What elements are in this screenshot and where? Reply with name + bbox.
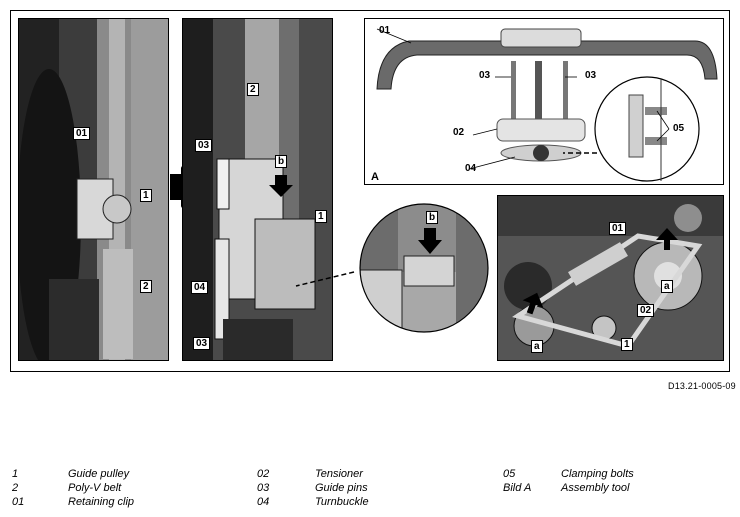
engine-callout-a-right: a <box>661 280 673 293</box>
middle-callout-03-bottom: 03 <box>193 337 211 350</box>
engine-callout-01: 01 <box>609 222 627 235</box>
legend-label-2: Poly-V belt <box>68 482 122 494</box>
legend-label-03: Guide pins <box>315 482 368 494</box>
middle-photo-drawing <box>183 19 332 360</box>
tool-callout-01: 01 <box>379 25 391 36</box>
tool-drawing <box>376 28 718 182</box>
legend-code-04: 04 <box>257 496 270 508</box>
tool-callout-05: 05 <box>673 123 685 134</box>
legend-code-2: 2 <box>12 482 19 494</box>
legend-code-03: 03 <box>257 482 270 494</box>
figure-reference: D13.21-0005-09 <box>668 381 736 391</box>
tool-callout-03-left: 03 <box>479 70 491 81</box>
legend-label-05: Clamping bolts <box>561 468 634 480</box>
panel-a-tag: A <box>371 171 379 183</box>
left-photo-panel: 01 1 2 <box>18 18 169 361</box>
legend-code-1: 1 <box>12 468 19 480</box>
circle-callout-b: b <box>426 211 439 224</box>
legend-label-04: Turnbuckle <box>315 496 369 508</box>
engine-photo-panel: 01 a 02 a 1 <box>497 195 724 361</box>
legend-label-bild-a: Assembly tool <box>561 482 630 494</box>
legend-code-05: 05 <box>503 468 516 480</box>
tool-callout-03-right: 03 <box>585 70 597 81</box>
legend-label-1: Guide pulley <box>68 468 130 480</box>
legend-code-02: 02 <box>257 468 270 480</box>
engine-callout-02: 02 <box>637 304 655 317</box>
middle-callout-03-top: 03 <box>195 139 213 152</box>
left-callout-01: 01 <box>73 127 91 140</box>
middle-callout-b: b <box>275 155 288 168</box>
tool-panel-a: 01 03 03 02 04 05 A <box>364 18 724 185</box>
legend-code-01: 01 <box>12 496 25 508</box>
legend-label-01: Retaining clip <box>68 496 135 508</box>
tool-callout-04: 04 <box>465 163 477 174</box>
legend-label-02: Tensioner <box>315 468 363 480</box>
middle-photo-panel: 2 b 03 1 04 03 <box>182 18 333 361</box>
left-callout-2: 2 <box>140 280 152 293</box>
legend-code-bild-a: Bild A <box>503 482 532 494</box>
middle-callout-2: 2 <box>247 83 259 96</box>
tool-callout-02: 02 <box>453 127 465 138</box>
engine-callout-1: 1 <box>621 338 633 351</box>
middle-callout-04: 04 <box>191 281 209 294</box>
left-callout-1: 1 <box>140 189 152 202</box>
engine-callout-a-left: a <box>531 340 543 353</box>
middle-callout-1: 1 <box>315 210 327 223</box>
